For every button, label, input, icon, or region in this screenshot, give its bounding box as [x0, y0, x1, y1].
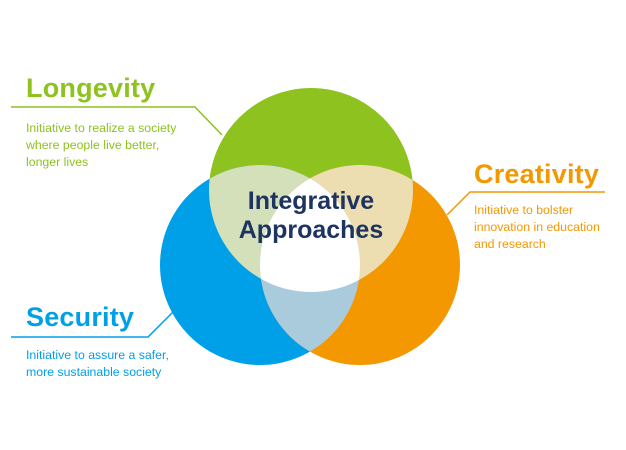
- longevity-desc-line: longer lives: [26, 155, 89, 169]
- creativity-connector-line: [446, 191, 605, 216]
- creativity-description: Initiative to bolster innovation in educ…: [474, 202, 600, 253]
- center-overlap: [260, 165, 360, 292]
- longevity-desc-line: where people live better,: [26, 138, 160, 152]
- security-desc-line: Initiative to assure a safer,: [26, 348, 169, 362]
- center-label-line2: Approaches: [238, 216, 384, 244]
- longevity-desc-line: Initiative to realize a society: [26, 121, 177, 135]
- creativity-desc-line: Initiative to bolster: [474, 203, 574, 217]
- longevity-title: Longevity: [26, 73, 156, 103]
- security-title: Security: [26, 302, 135, 332]
- security-connector-line: [11, 307, 178, 338]
- center-label-line1: Integrative: [247, 187, 375, 215]
- center-label: Integrative Approaches: [211, 187, 411, 245]
- security-description: Initiative to assure a safer, more susta…: [26, 347, 169, 381]
- longevity-connector-line: [11, 106, 223, 136]
- security-desc-line: more sustainable society: [26, 365, 162, 379]
- creativity-desc-line: and research: [474, 237, 546, 251]
- longevity-description: Initiative to realize a society where pe…: [26, 120, 176, 171]
- creativity-title: Creativity: [474, 159, 600, 189]
- creativity-desc-line: innovation in education: [474, 220, 600, 234]
